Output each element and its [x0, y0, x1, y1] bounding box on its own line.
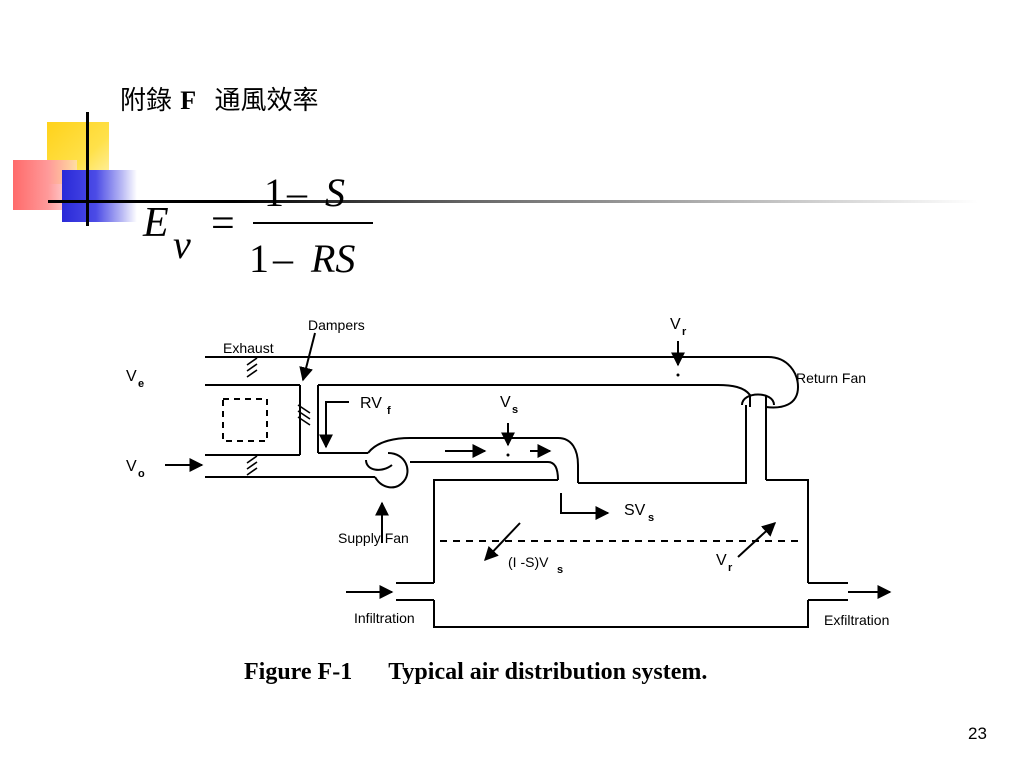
- ve-subscript: e: [138, 378, 144, 390]
- vr-room-arrow: [737, 522, 777, 558]
- ls-subscript: s: [557, 564, 563, 576]
- rvf-subscript: f: [387, 405, 391, 417]
- efficiency-formula: E v = 1 – S 1 – RS: [142, 170, 373, 281]
- svs-arrow: [560, 493, 610, 520]
- formula-num-minus: –: [286, 170, 308, 215]
- formula-lhs-sub: v: [173, 222, 191, 267]
- return-fan-label: Return Fan: [796, 370, 866, 386]
- decor-blue-square: [62, 170, 137, 222]
- vo-symbol: V: [126, 458, 137, 475]
- formula-num-one: 1: [264, 170, 284, 215]
- supply-elbow-outer: [557, 437, 579, 483]
- vr-top-subscript: r: [682, 326, 687, 338]
- infiltration-gap: [396, 582, 434, 601]
- formula-num-var: S: [325, 170, 345, 215]
- return-fan-curve: [741, 393, 775, 406]
- formula-den-one: 1: [249, 236, 269, 281]
- figure-number: Figure F-1: [244, 659, 353, 685]
- figure-caption-text: Typical air distribution system.: [388, 659, 708, 685]
- formula-den-var: RS: [310, 236, 355, 281]
- exfiltration-gap: [808, 582, 848, 601]
- room-top-right: [578, 470, 747, 484]
- supply-duct-bottom: [410, 461, 559, 481]
- ls-arrow: [484, 522, 521, 562]
- dampers-arrow: [299, 332, 316, 382]
- filter-box: [222, 398, 268, 442]
- supply-fan-inner: [365, 459, 393, 471]
- air-distribution-diagram: Dampers Exhaust Return Fan Supply Fan In…: [126, 316, 892, 628]
- supply-duct-top: [367, 437, 558, 454]
- exhaust-label: Exhaust: [223, 340, 274, 356]
- dampers-label: Dampers: [308, 317, 365, 333]
- damper-hatches: [246, 357, 311, 476]
- title-rest: 通風效率: [214, 86, 319, 116]
- exfiltration-label: Exfiltration: [824, 612, 889, 628]
- title-cjk: 附錄: [120, 86, 173, 116]
- room-left-upper: [433, 479, 558, 583]
- ve-symbol: V: [126, 368, 137, 385]
- vs-symbol: V: [500, 394, 511, 411]
- vs-subscript: s: [512, 404, 518, 416]
- vr-room-symbol: V: [716, 552, 727, 569]
- rvf-arrow: [319, 401, 349, 449]
- return-fan-inner: [717, 384, 751, 407]
- svs-symbol: SV: [624, 502, 646, 519]
- supply-fan-label: Supply Fan: [338, 530, 409, 546]
- vr-room-subscript: r: [728, 562, 733, 574]
- svs-subscript: s: [648, 512, 654, 524]
- ls-symbol: (I -S)V: [508, 554, 549, 570]
- supply-fan-shell: [374, 452, 409, 489]
- formula-den-minus: –: [272, 236, 294, 281]
- slide-title: 附錄 F 通風效率: [120, 80, 318, 117]
- decor-vertical-line: [86, 112, 89, 226]
- room-right-upper: [766, 479, 809, 583]
- return-fan-shell: [765, 356, 800, 409]
- formula-equals: =: [211, 201, 235, 247]
- page-number: 23: [968, 724, 987, 743]
- room-bottom: [433, 600, 809, 628]
- rvf-symbol: RV: [360, 395, 382, 412]
- figure-caption: Figure F-1 Typical air distribution syst…: [244, 659, 707, 686]
- title-letter: F: [180, 86, 197, 115]
- decor-horizontal-line: [48, 200, 978, 203]
- infiltration-label: Infiltration: [354, 610, 415, 626]
- vo-subscript: o: [138, 468, 145, 480]
- formula-lhs-letter: E: [142, 200, 169, 246]
- vr-top-symbol: V: [670, 316, 681, 333]
